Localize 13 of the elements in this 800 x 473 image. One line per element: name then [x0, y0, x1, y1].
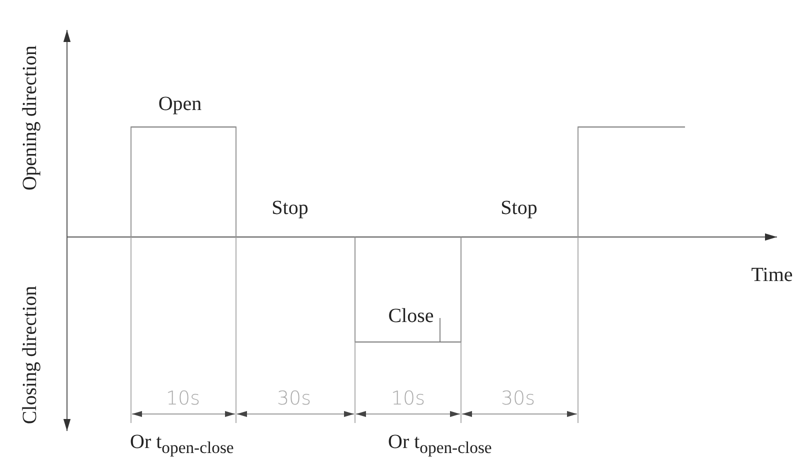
dimension-label: 10s — [166, 390, 200, 408]
state-label: Stop — [500, 198, 538, 218]
dimension-label: 30s — [500, 390, 536, 408]
state-label: Stop — [272, 198, 308, 218]
axis-label: Time — [751, 265, 793, 285]
note-text: Or t$_{open-close}$ — [130, 432, 234, 457]
axis-label: Opening direction — [20, 46, 40, 190]
note-text: Or t$_{open-close}$ — [388, 432, 492, 457]
axis-label: Closing direction — [20, 286, 40, 424]
dimension-label: 10s — [390, 390, 426, 408]
state-label: Open — [158, 94, 202, 114]
state-label: Close — [388, 306, 434, 326]
dimension-label: 30s — [276, 390, 312, 408]
